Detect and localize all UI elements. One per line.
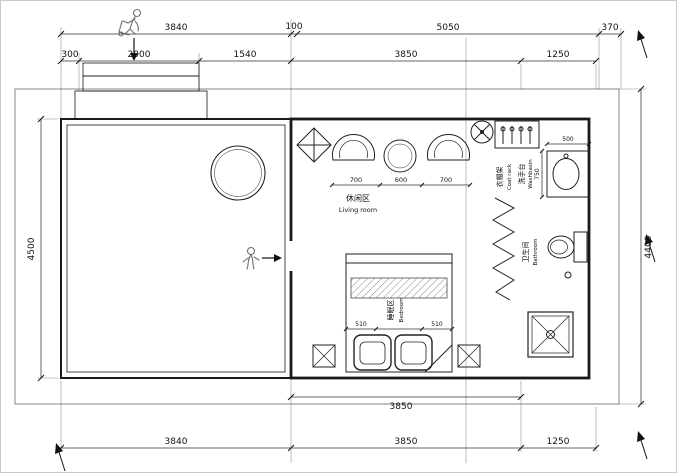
washbasin-label-en: Washbasin	[528, 159, 534, 189]
dim-bottom-inner: 3850	[287, 393, 525, 412]
person-figure-icon	[242, 246, 260, 270]
dim-label: 3850	[395, 50, 418, 60]
coat-rack-label-zh: 衣帽架	[495, 167, 504, 188]
dim-label: 3840	[165, 437, 188, 447]
porter-figure-icon	[118, 8, 142, 37]
dim-label: 1540	[234, 50, 257, 60]
room-labels: 休闲区 Living room 睡眠区 Bedroom 卫生间 Bathroom…	[339, 159, 539, 323]
dim-label: 1250	[547, 437, 570, 447]
main-room-wall	[289, 117, 591, 380]
dim-label: 100	[285, 22, 302, 32]
coffee-table	[383, 139, 417, 173]
entry-landing	[74, 90, 208, 120]
deck-room-wall	[60, 118, 292, 379]
dim-label: 1250	[547, 50, 570, 60]
armchair-left	[332, 133, 375, 161]
bed-stool-left	[353, 334, 392, 371]
ceiling-fan-icon	[470, 120, 494, 144]
bed-stool-right	[394, 334, 433, 371]
dim-label: 500	[562, 136, 574, 143]
bathroom-label-en: Bathroom	[533, 238, 539, 265]
dim-label: 510	[355, 321, 367, 328]
dim-right: 4400	[637, 85, 654, 408]
dim-label: 3850	[390, 402, 413, 412]
dim-bottom-row: 3840 3850 1250	[57, 437, 600, 452]
dim-top-outer: 3840 100 5050 370	[57, 22, 625, 38]
dim-label: 2000	[128, 50, 151, 60]
bed-pillows	[350, 277, 448, 299]
entry-arrow-right-icon	[262, 254, 282, 262]
dim-label: 370	[601, 23, 618, 33]
dim-left: 4500	[27, 115, 45, 382]
door-opening	[287, 241, 295, 271]
nightstand-left	[312, 344, 336, 368]
nightstand-right	[457, 344, 481, 368]
direction-arrow-bottom-right-icon	[637, 431, 648, 460]
dim-label: 600	[395, 176, 407, 184]
dim-label: 700	[350, 176, 362, 184]
deck-inset-line	[66, 124, 286, 373]
entry-step-1	[82, 62, 200, 77]
dim-label: 510	[431, 321, 443, 328]
dim-label: 4400	[644, 235, 654, 258]
living-room-label-en: Living room	[339, 206, 377, 214]
direction-arrow-bottom-left-icon	[55, 443, 66, 472]
dim-label: 5050	[437, 23, 460, 33]
dim-label: 750	[534, 168, 541, 180]
coat-rack	[494, 120, 540, 149]
bedroom-label-zh: 睡眠区	[387, 300, 395, 321]
dim-label: 3850	[395, 437, 418, 447]
washbasin	[546, 150, 590, 198]
walls	[60, 62, 591, 380]
deck-round-table	[210, 145, 266, 201]
dim-label: 3840	[165, 23, 188, 33]
dim-washbasin: 500 750	[534, 136, 592, 200]
dim-top-inner: 300 2000 1540 3850 1250	[57, 50, 600, 65]
dim-label: 700	[440, 176, 452, 184]
direction-arrow-right-icon	[645, 234, 656, 263]
dim-bed-stools: 510 510	[343, 321, 455, 332]
site-boundary	[14, 88, 620, 405]
shower	[527, 311, 574, 358]
armchair-right	[427, 133, 470, 161]
dim-living-furniture: 700 600 700	[329, 176, 473, 188]
folding-partition	[491, 197, 516, 301]
bathroom-label-zh: 卫生间	[521, 242, 530, 263]
dim-label: 300	[61, 50, 78, 60]
bedroom-label-en: Bedroom	[399, 298, 405, 323]
dim-label: 4500	[27, 237, 37, 260]
bed	[345, 253, 453, 373]
lamp-diamond-icon	[296, 127, 332, 163]
direction-arrow-top-right-icon	[637, 30, 648, 59]
living-room-label-zh: 休闲区	[346, 193, 370, 203]
toilet	[547, 231, 588, 279]
entry-arrow-down-icon	[130, 38, 138, 61]
coat-rack-label-en: Coat rack	[507, 163, 513, 190]
washbasin-label-zh: 洗手台	[517, 164, 526, 185]
